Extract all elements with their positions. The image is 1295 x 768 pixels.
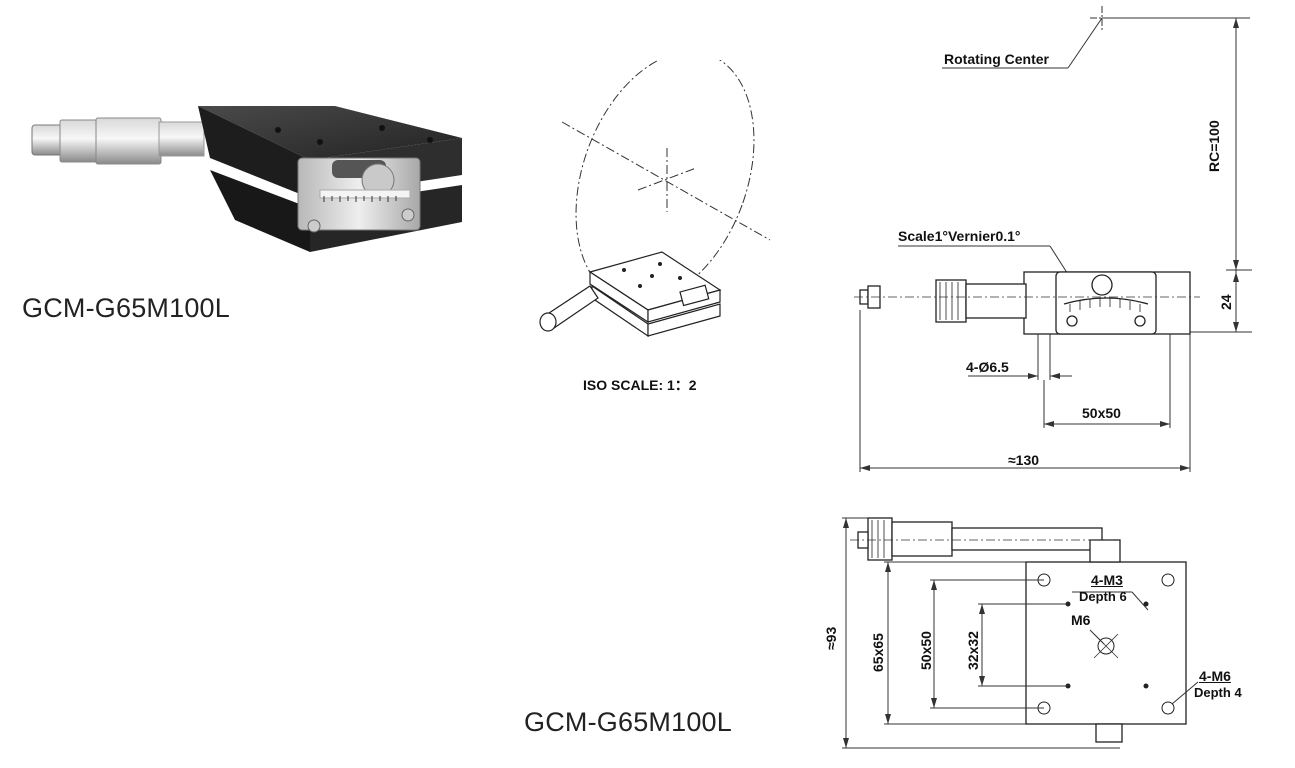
side-view-drawing [854,6,1252,472]
length-dimension: ≈130 [1008,452,1040,468]
rc-dimension: RC=100 [1206,120,1222,172]
hole-pattern-dimension: 50x50 [1082,405,1121,421]
m3-depth-label: Depth 6 [1079,589,1127,604]
holes-dimension: 4-Ø6.5 [966,359,1009,375]
height-dimension: 24 [1218,294,1234,310]
rotating-center-label: Rotating Center [944,51,1049,67]
scale-vernier-label: Scale1°Vernier0.1° [898,228,1021,244]
dimension-50x50: 50x50 [918,631,934,670]
iso-drawing [539,60,771,338]
dimension-32x32: 32x32 [965,631,981,670]
dimension-65x65: 65x65 [870,633,886,672]
m6-thread-label: 4-M6 [1199,668,1231,684]
iso-scale-label: ISO SCALE: 1：2 [583,377,697,393]
m6-center-label: M6 [1071,612,1091,628]
m3-thread-label: 4-M3 [1091,572,1123,588]
top-view-drawing [842,517,1199,749]
product-photo [31,106,462,252]
dimension-93: ≈93 [823,626,839,650]
m6-depth-label: Depth 4 [1194,685,1242,700]
model-name-top: GCM-G65M100L [22,293,230,323]
model-name-bottom: GCM-G65M100L [524,707,732,737]
